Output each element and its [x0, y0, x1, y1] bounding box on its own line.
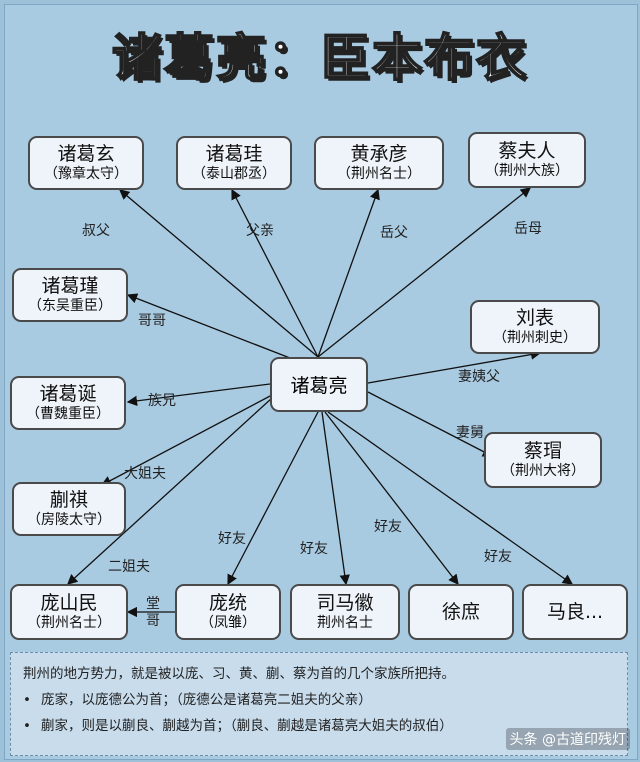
line-xuan [119, 189, 319, 358]
node-huang-chengyan: 黄承彦 （荆州名士） [314, 136, 444, 190]
node-pang-tong: 庞统 （凤雏） [175, 584, 281, 640]
node-role: （泰山郡丞） [192, 165, 276, 182]
node-name: 庞统 [208, 591, 247, 614]
node-role: （荆州名士） [337, 165, 421, 182]
line-pang-tong [227, 411, 319, 586]
node-xu-shu: 徐庶 [408, 584, 514, 640]
relation-label-xuan: 叔父 [82, 223, 110, 239]
relation-label-cai-fu: 岳母 [514, 221, 542, 237]
node-role: （凤雏） [200, 614, 256, 631]
node-zhuge-liang: 诸葛亮 [270, 357, 368, 412]
node-name: 黄承彦 [350, 142, 408, 165]
node-pang-shanmin: 庞山民 （荆州名士） [10, 584, 128, 640]
line-sima [321, 411, 350, 586]
node-name: 蒯祺 [49, 488, 88, 511]
notes-item-kuai: 蒯家，则是以蒯良、蒯越为首；（蒯良、蒯越是诸葛亮大姐夫的叔伯） [23, 713, 615, 739]
line-huang [317, 188, 380, 358]
node-cai-furen: 蔡夫人 （荆州大族） [468, 132, 586, 188]
relation-label-sima: 好友 [300, 541, 328, 557]
relation-label-huang: 岳父 [380, 225, 408, 241]
node-zhuge-xuan: 诸葛玄 （豫章太守） [28, 136, 144, 190]
line-liu [367, 349, 542, 384]
node-name: 徐庶 [441, 601, 480, 623]
node-cai-mao: 蔡瑁 （荆州大将） [484, 432, 602, 488]
line-jin [126, 293, 291, 359]
node-role: （荆州大族） [485, 162, 569, 179]
relation-label-dan: 族兄 [148, 393, 176, 409]
notes-box: 荆州的地方势力，就是被以庞、习、黄、蒯、蔡为首的几个家族所把持。 庞家，以庞德公… [10, 652, 628, 756]
notes-intro: 荆州的地方势力，就是被以庞、习、黄、蒯、蔡为首的几个家族所把持。 [23, 666, 455, 682]
relation-label-liu: 妻姨父 [458, 369, 500, 385]
relation-label-jin: 哥哥 [138, 313, 166, 329]
node-name: 马良... [546, 601, 604, 623]
line-ma [327, 411, 574, 585]
node-name: 诸葛珪 [205, 142, 263, 165]
line-kuai [100, 394, 273, 486]
relation-label-pang-shan: 二姐夫 [108, 559, 150, 575]
node-sima-hui: 司马徽 荆州名士 [290, 584, 400, 640]
node-name: 庞山民 [40, 591, 98, 614]
node-kuai-qi: 蒯祺 （房陵太守） [12, 482, 126, 536]
relation-label-pang-tong: 好友 [218, 531, 246, 547]
node-role: （荆州大将） [501, 462, 585, 479]
node-role: （东吴重臣） [28, 297, 112, 314]
line-dan [126, 383, 271, 407]
node-name: 司马徽 [316, 591, 374, 614]
node-zhuge-dan: 诸葛诞 （曹魏重臣） [10, 376, 126, 430]
line-cai-mao [367, 391, 494, 457]
notes-item-pang: 庞家，以庞德公为首；（庞德公是诸葛亮二姐夫的父亲） [23, 687, 615, 713]
poster-title: 诸葛亮：臣本布衣 [111, 28, 528, 88]
node-role: （荆州刺史） [493, 329, 577, 346]
relation-label-kuai: 大姐夫 [124, 466, 166, 482]
node-name: 诸葛玄 [57, 142, 115, 165]
node-name: 蔡夫人 [498, 139, 556, 162]
node-role: （房陵太守） [27, 511, 111, 528]
node-ma-liang: 马良... [522, 584, 628, 640]
node-zhuge-jin: 诸葛瑾 （东吴重臣） [12, 268, 128, 322]
node-name: 诸葛瑾 [41, 274, 99, 297]
node-name: 刘表 [515, 306, 554, 329]
watermark: 头条 @古道印残灯 [505, 728, 630, 750]
node-role: （荆州名士） [27, 614, 111, 631]
line-pang-shan [67, 397, 273, 585]
node-name: 诸葛诞 [39, 382, 97, 405]
node-role: （曹魏重臣） [26, 405, 110, 422]
node-role: 荆州名士 [317, 614, 373, 631]
relation-label-gui: 父亲 [246, 223, 274, 239]
node-liu-biao: 刘表 （荆州刺史） [470, 300, 600, 354]
node-name: 蔡瑁 [523, 439, 562, 462]
node-role: （豫章太守） [44, 165, 128, 182]
node-zhuge-gui: 诸葛珪 （泰山郡丞） [176, 136, 292, 190]
relation-label-ma: 好友 [484, 549, 512, 565]
relation-label-xu: 好友 [374, 519, 402, 535]
line-cai-fu [317, 187, 532, 358]
relation-label-cai-mao: 妻舅 [456, 425, 484, 441]
relation-label-tangge: 堂 哥 [146, 596, 160, 629]
line-xu [324, 411, 459, 586]
line-gui [231, 188, 319, 358]
